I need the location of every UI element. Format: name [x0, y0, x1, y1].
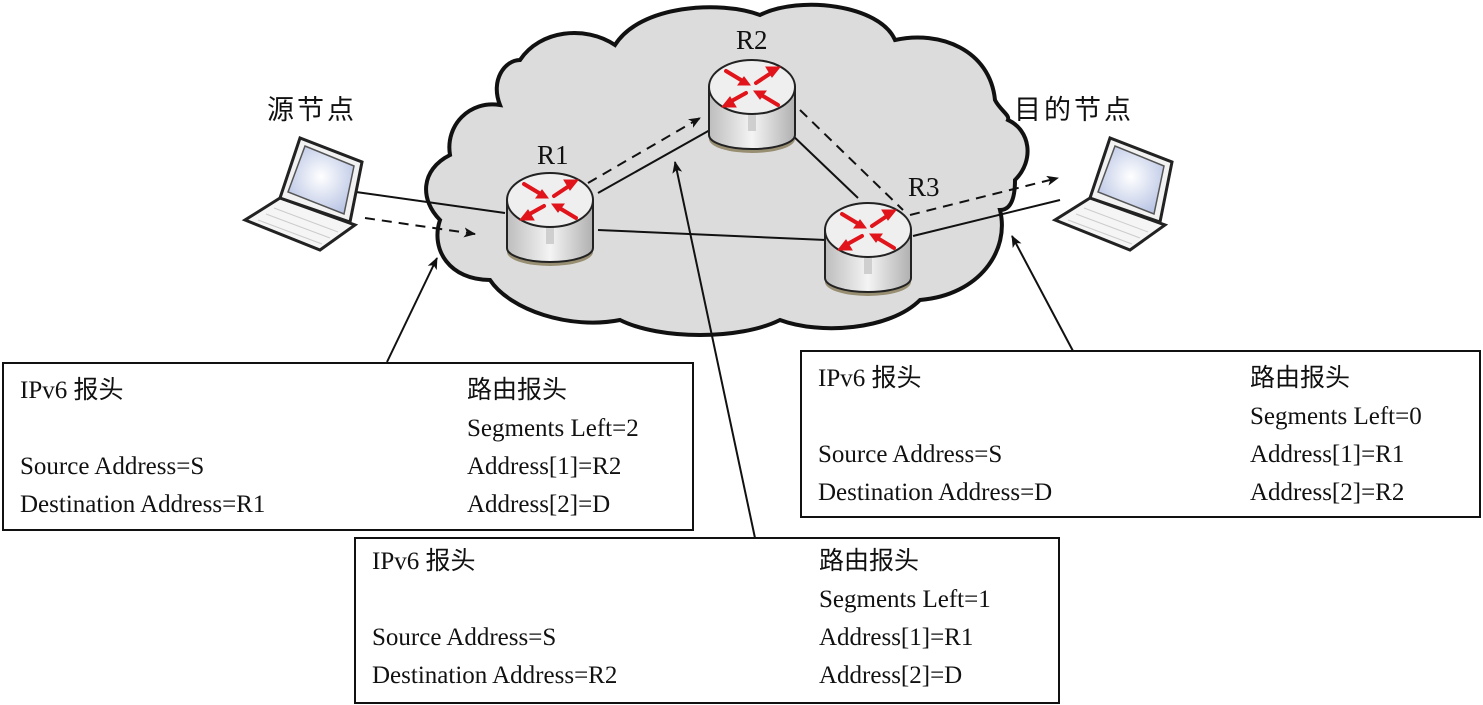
ipv6-header-title: IPv6 报头 [372, 548, 476, 575]
header-box-r3-destination: IPv6 报头 Source Address=S Destination Add… [800, 350, 1481, 518]
destination-node-label: 目的节点 [1014, 95, 1134, 125]
router-r3-icon [823, 201, 913, 298]
callout-arrow-box2 [672, 161, 756, 539]
network-cloud [424, 2, 1030, 337]
address-2: Address[2]=D [467, 491, 611, 518]
ipv6-header-title: IPv6 报头 [20, 377, 124, 404]
router-r3-label: R3 [908, 172, 940, 202]
address-1: Address[1]=R1 [819, 624, 974, 651]
link-source-r1 [355, 191, 506, 214]
destination-address: Destination Address=D [818, 479, 1053, 506]
header-box-source-r1: IPv6 报头 Source Address=S Destination Add… [2, 362, 694, 531]
router-r1-label: R1 [537, 140, 569, 170]
destination-address: Destination Address=R1 [20, 491, 266, 518]
packet-path-r3-destination [909, 175, 1059, 216]
link-r1-r3 [597, 229, 827, 241]
link-r1-r2 [597, 129, 711, 194]
source-address: Source Address=S [818, 441, 1003, 468]
router-r2-label: R2 [736, 25, 768, 55]
packet-path-r1-r2 [587, 117, 701, 184]
header-box-r1-r2: IPv6 报头 Source Address=S Destination Add… [354, 537, 1060, 704]
source-node-label: 源节点 [267, 95, 357, 125]
ipv6-header-title: IPv6 报头 [818, 365, 922, 392]
callout-arrow-box1 [386, 257, 438, 363]
source-address: Source Address=S [372, 624, 557, 651]
link-r3-destination [912, 199, 1061, 237]
packet-path-source-r1 [364, 217, 476, 238]
address-2: Address[2]=R2 [1250, 479, 1405, 506]
segments-left: Segments Left=0 [1250, 403, 1422, 430]
address-1: Address[1]=R2 [467, 453, 622, 480]
segments-left: Segments Left=2 [467, 415, 639, 442]
callout-arrow-box3 [1011, 235, 1074, 352]
address-1: Address[1]=R1 [1250, 441, 1405, 468]
destination-address: Destination Address=R2 [372, 662, 618, 689]
router-r1-icon [505, 171, 595, 268]
destination-laptop-icon [1053, 136, 1174, 252]
source-address: Source Address=S [20, 453, 205, 480]
source-laptop-icon [243, 136, 364, 252]
segments-left: Segments Left=1 [819, 586, 991, 613]
routing-header-title: 路由报头 [1250, 365, 1351, 392]
router-r2-icon [707, 58, 797, 155]
routing-header-title: 路由报头 [467, 377, 568, 404]
packet-path-r2-r3 [799, 109, 904, 211]
routing-header-title: 路由报头 [819, 548, 920, 575]
address-2: Address[2]=D [819, 662, 963, 689]
link-r2-r3 [789, 132, 859, 199]
